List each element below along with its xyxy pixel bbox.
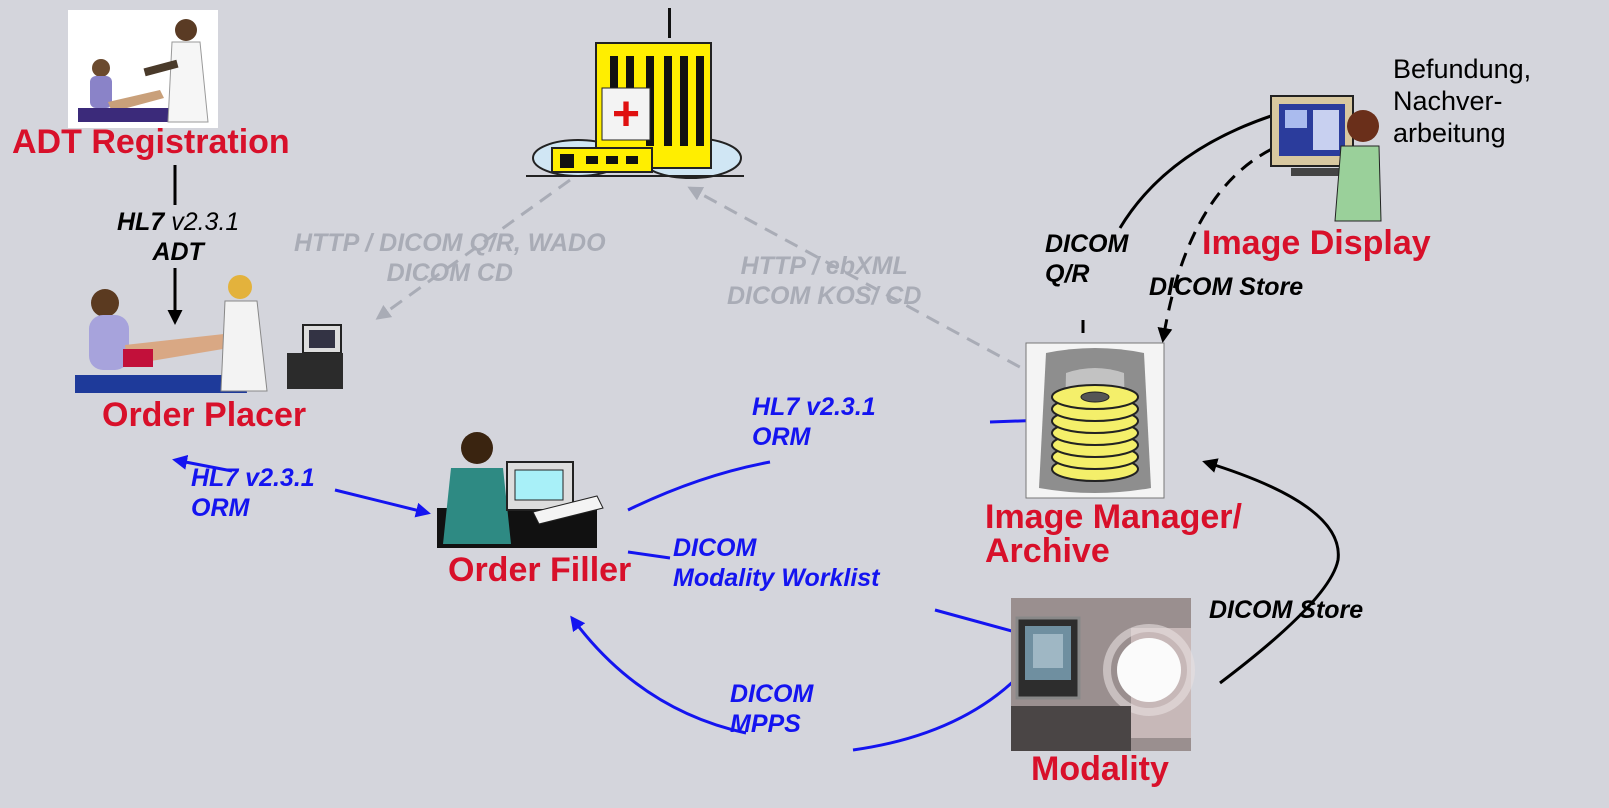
display-store-dashed — [1157, 138, 1294, 343]
order-filler-label: Order Filler — [448, 551, 632, 589]
ct-scanner-icon — [1011, 598, 1195, 751]
query-retrieve-arrow — [1118, 106, 1293, 229]
wado-line2: DICOM CD — [386, 259, 513, 287]
wado-transaction-label: HTTP / DICOM Q/R, WADO DICOM CD — [294, 228, 606, 288]
wado-arrow — [375, 178, 571, 320]
order-placer-label: Order Placer — [102, 396, 307, 434]
adt-transaction-label: HL7 v2.3.1 ADT — [117, 207, 239, 267]
ebxml-line2: DICOM KOS/ CD — [727, 282, 922, 310]
worklist-line-top — [627, 550, 671, 560]
adt-hl7-text: HL7 — [117, 208, 165, 236]
image-manager-label: Image Manager/ Archive — [985, 500, 1242, 568]
modality-store-transaction-label: DICOM Store — [1209, 596, 1364, 624]
worklist-line2: Modality Worklist — [673, 564, 880, 592]
connectors — [167, 106, 1340, 752]
worklist-transaction-label: DICOM Modality Worklist — [673, 533, 880, 593]
patient-and-doctor-with-computer-icon — [75, 275, 343, 393]
note-line1: Befundung, — [1393, 54, 1532, 84]
note-line2: Nachver- — [1393, 85, 1503, 116]
placer-to-filler-arrow — [334, 488, 431, 518]
filler-to-placer-arrow — [172, 454, 233, 473]
placer-filler-line2: ORM — [191, 494, 250, 522]
adt-message-text: ADT — [152, 238, 204, 266]
filler-manager-line1: HL7 v2.3.1 — [752, 393, 876, 421]
modality-label: Modality — [1031, 750, 1169, 788]
placer-filler-transaction-label: HL7 v2.3.1 ORM — [191, 463, 315, 523]
ebxml-line1: HTTP / ebXML — [740, 252, 908, 280]
image-manager-label-line1: Image Manager/ — [985, 498, 1242, 536]
doctor-examining-patient-icon — [68, 10, 218, 128]
mpps-transaction-label: DICOM MPPS — [730, 679, 813, 739]
mpps-curve-left — [570, 615, 747, 735]
adt-registration-label: ADT Registration — [12, 123, 290, 161]
qr-line1: DICOM — [1045, 230, 1129, 258]
image-display-label: Image Display — [1202, 224, 1431, 262]
ebxml-arrow — [687, 186, 1041, 380]
mpps-curve-right — [852, 673, 1022, 752]
note-line3: arbeitung — [1393, 117, 1506, 148]
filler-to-manager-curve — [627, 460, 771, 512]
placer-filler-line1: HL7 v2.3.1 — [191, 464, 315, 492]
filler-manager-transaction-label: HL7 v2.3.1 ORM — [752, 392, 876, 452]
image-manager-label-line2: Archive — [985, 532, 1110, 570]
adt-version-text: v2.3.1 — [171, 208, 240, 236]
svg-text:+: + — [612, 88, 640, 141]
modality-store-curve — [1202, 458, 1340, 685]
filler-manager-line2: ORM — [752, 423, 811, 451]
xray-archive-disk-icon — [1025, 342, 1165, 499]
query-retrieve-transaction-label: DICOM Q/R — [1045, 229, 1128, 289]
worklist-line1: DICOM — [673, 534, 757, 562]
display-store-transaction-label: DICOM Store — [1149, 273, 1304, 301]
ebxml-transaction-label: HTTP / ebXML DICOM KOS/ CD — [727, 251, 921, 311]
wado-line1: HTTP / DICOM Q/R, WADO — [294, 229, 606, 257]
mpps-line2: MPPS — [730, 710, 801, 738]
mpps-line1: DICOM — [730, 680, 814, 708]
clerk-at-computer-icon — [437, 432, 604, 548]
reading-postprocessing-note: Befundung, Nachver- arbeitung — [1393, 54, 1531, 150]
radiologist-at-monitor-icon — [1270, 95, 1382, 222]
hospital-building-icon: + — [526, 8, 744, 179]
qr-line2: Q/R — [1045, 260, 1090, 288]
